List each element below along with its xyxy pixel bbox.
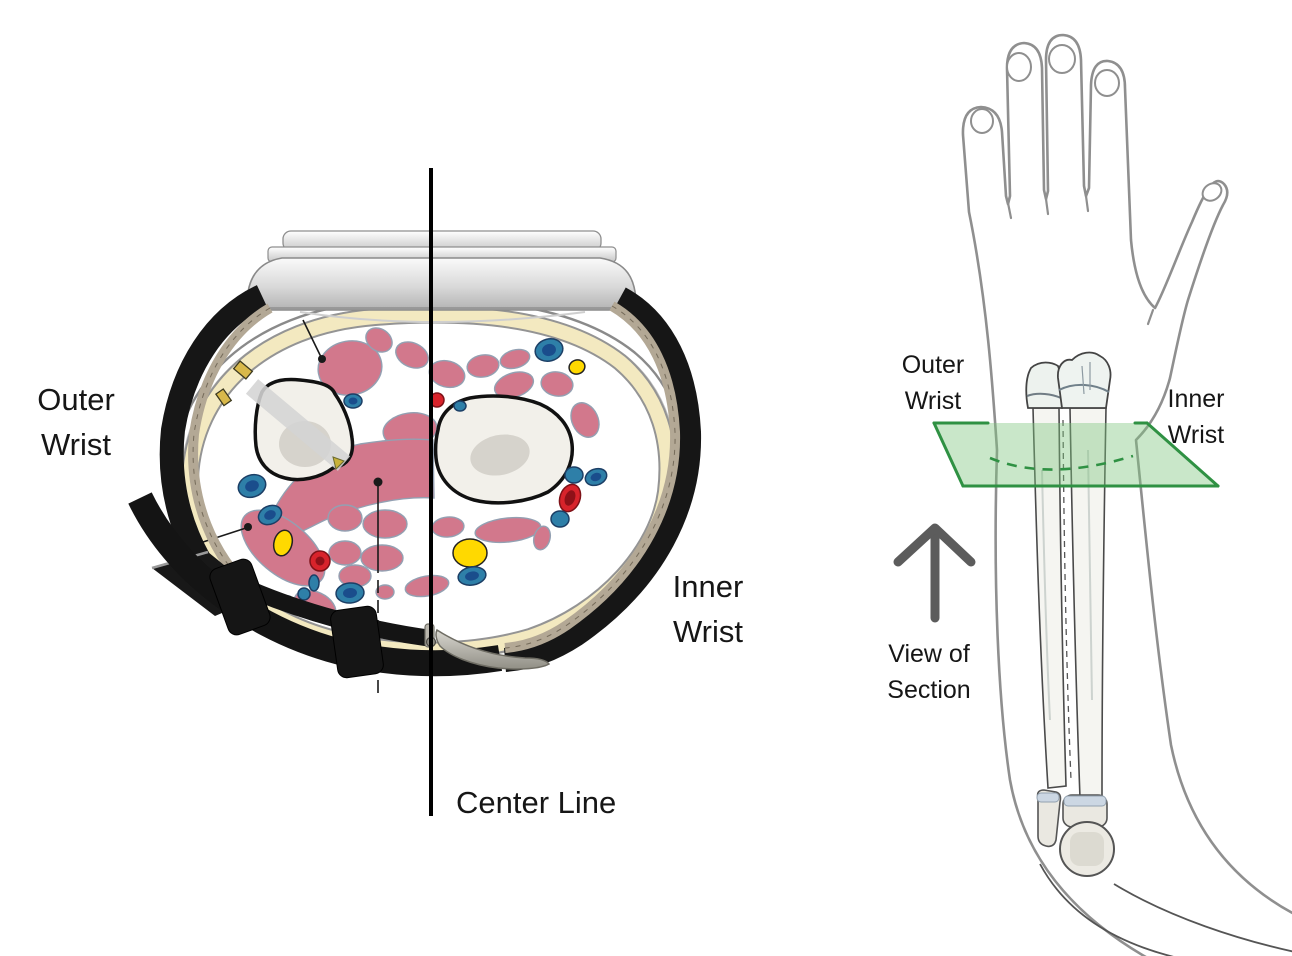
- nerve: [272, 529, 294, 557]
- artery: [558, 483, 582, 513]
- muscle-blob: [404, 574, 450, 598]
- strap-main-band: [128, 492, 503, 677]
- muscle-blob: [540, 371, 574, 397]
- muscle-blob: [360, 544, 404, 572]
- buckle-tongue: [435, 628, 551, 670]
- muscle-blob: [499, 348, 531, 370]
- artery: [309, 550, 331, 572]
- muscle-blob: [328, 540, 362, 566]
- leader-line: [302, 319, 322, 358]
- label-inner-wrist-left: Inner Wrist: [672, 569, 744, 649]
- elbow-bone: [1036, 789, 1062, 848]
- section-plane: [932, 421, 1220, 488]
- watch-case-body: [246, 257, 637, 311]
- vein: [550, 510, 570, 528]
- fingernails: [970, 44, 1223, 202]
- nerve: [452, 538, 488, 568]
- strap-keeper: [209, 558, 271, 636]
- label-outer-wrist-right: Outer Wrist: [901, 351, 965, 415]
- muscle-blob: [375, 584, 395, 600]
- vein: [343, 393, 363, 409]
- fingernail: [1006, 52, 1032, 82]
- radius-styloid-mark: [332, 456, 345, 470]
- muscle-blob: [532, 525, 552, 551]
- nerve: [568, 359, 586, 375]
- muscle-blob: [365, 327, 393, 353]
- vein: [457, 566, 487, 586]
- muscle-blob: [327, 504, 363, 532]
- fingernail: [1201, 182, 1223, 202]
- vein: [564, 466, 584, 484]
- humerus-line: [1039, 863, 1174, 956]
- vein: [534, 338, 564, 362]
- muscle-layer: [240, 327, 600, 623]
- arm-diagram: [893, 33, 1292, 956]
- finger-creases: [1006, 194, 1155, 326]
- vein: [257, 504, 283, 526]
- fingernail: [1048, 44, 1076, 74]
- watch-case: [246, 230, 637, 323]
- fingernail: [970, 108, 994, 134]
- radius-distal-end: [1025, 361, 1063, 409]
- hand-outline: [961, 33, 1292, 956]
- label-center-line: Center Line: [456, 785, 617, 820]
- vein: [335, 582, 365, 604]
- humerus-line: [1113, 883, 1292, 953]
- label-view-of-section: View of Section: [887, 640, 971, 704]
- muscle-blob: [362, 509, 408, 539]
- radius-highlight-band: [245, 379, 351, 471]
- section-view-arrow-icon: [893, 523, 976, 623]
- case-back-arc: [299, 311, 586, 323]
- watch-strap: [128, 285, 702, 679]
- radius-shaft: [1032, 407, 1067, 789]
- strap-keeper: [330, 605, 384, 679]
- strap-right: [503, 287, 702, 672]
- muscle-blob: [570, 402, 600, 438]
- section-plane-fill: [934, 423, 1218, 486]
- muscle-blob: [466, 354, 500, 378]
- muscle-blob: [395, 341, 429, 369]
- band-tick-marks: [214, 360, 254, 407]
- vein: [453, 400, 467, 412]
- vessel-layer: [237, 338, 608, 607]
- vein: [308, 574, 320, 592]
- ulna-distal-end: [1057, 351, 1112, 409]
- vein: [237, 473, 267, 499]
- fingernail: [1094, 69, 1120, 97]
- forearm-bones: [1025, 351, 1292, 956]
- ulna-core: [470, 434, 530, 476]
- vein: [584, 467, 608, 487]
- label-outer-wrist-left: Outer Wrist: [37, 382, 115, 462]
- strap-left-lining: [188, 303, 273, 601]
- label-inner-wrist-right: Inner Wrist: [1167, 385, 1225, 449]
- vein: [297, 587, 311, 601]
- wrist-cross-section: [128, 230, 702, 700]
